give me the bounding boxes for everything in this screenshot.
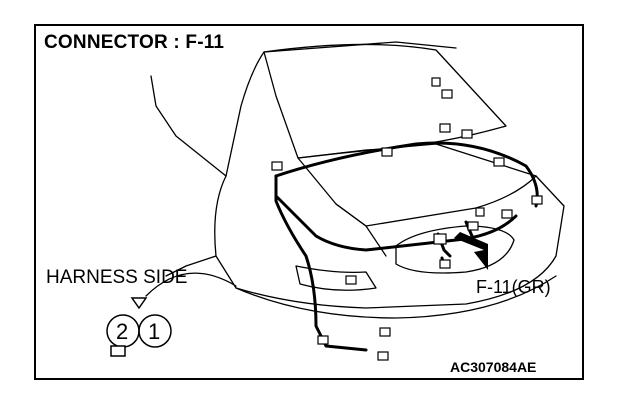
trunk-lid — [297, 143, 537, 227]
pointer-arrow — [454, 232, 488, 270]
pin-2: 2 — [116, 319, 128, 344]
figure-code: AC307084AE — [450, 359, 537, 375]
roof-edge — [263, 41, 457, 53]
wheel-arch — [145, 272, 237, 297]
side-lower — [165, 255, 217, 277]
bumper-line — [235, 275, 557, 319]
connector-terminal-face — [106, 297, 172, 357]
car-rear-illustration: 2 1 — [106, 41, 565, 361]
side-body — [150, 75, 227, 177]
harness-side-label: HARNESS SIDE — [46, 267, 188, 288]
harness-connectors — [271, 77, 543, 361]
key-triangle — [130, 297, 148, 310]
tail-light — [295, 265, 377, 291]
license-recess — [395, 225, 515, 274]
diagram-frame: CONNECTOR : F-11 — [34, 24, 584, 380]
trunk-edge — [335, 203, 387, 257]
connector-callout-label: F-11(GR) — [476, 277, 551, 297]
pin-1: 1 — [148, 319, 160, 344]
c-pillar — [225, 51, 265, 177]
wiring-harness — [274, 141, 539, 352]
rear-window-outline — [263, 43, 507, 159]
connector-title: CONNECTOR : F-11 — [44, 32, 225, 53]
